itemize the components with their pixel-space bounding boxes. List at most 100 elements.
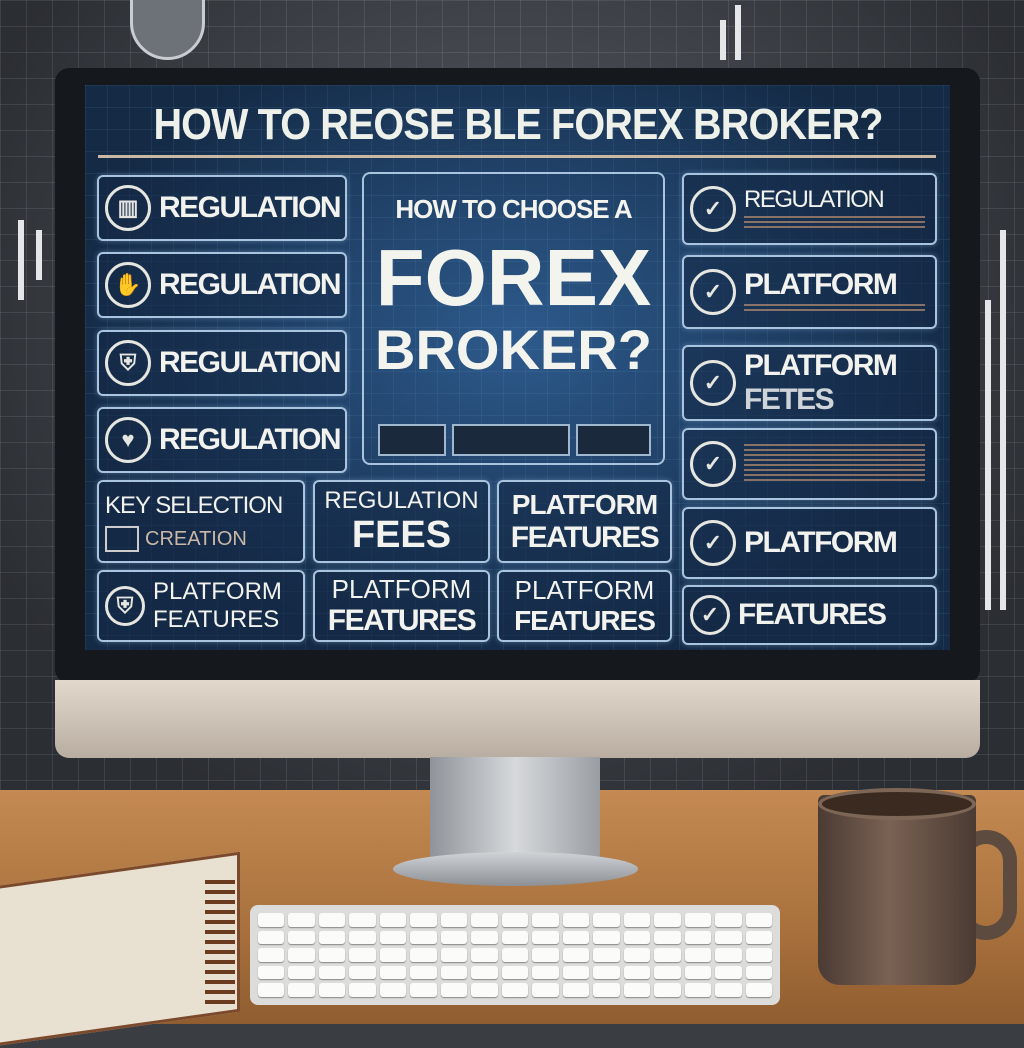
- right-item-platform[interactable]: ✓PLATFORM: [682, 255, 937, 329]
- chart-bar: [720, 20, 726, 60]
- key: [715, 913, 742, 927]
- key: [501, 948, 529, 962]
- key: [258, 930, 285, 945]
- key: [349, 930, 376, 945]
- key: [440, 948, 468, 962]
- key: [410, 913, 437, 927]
- shield-emblem: [130, 0, 205, 60]
- key: [715, 983, 742, 997]
- mini-badge: [378, 424, 446, 456]
- text-lines: [744, 216, 925, 230]
- key: [379, 913, 407, 927]
- key: [745, 913, 772, 927]
- key: [684, 913, 712, 927]
- keyboard: [250, 905, 780, 1005]
- key: [471, 913, 498, 927]
- key: [288, 930, 315, 945]
- key: [532, 965, 559, 980]
- key: [654, 930, 681, 945]
- key: [684, 930, 712, 945]
- key: [684, 965, 712, 980]
- key: [288, 913, 315, 927]
- left-item-regulation[interactable]: ✋REGULATION: [97, 252, 347, 318]
- chart-bar: [36, 230, 42, 280]
- key: [715, 930, 742, 945]
- key: [654, 913, 681, 927]
- key: [623, 983, 651, 997]
- key: [593, 965, 620, 980]
- key: [349, 983, 376, 997]
- right-item-features[interactable]: ✓FEATURES: [682, 585, 937, 645]
- key: [318, 965, 346, 980]
- key: [715, 965, 742, 980]
- check-icon: ✓: [690, 269, 736, 315]
- key: [258, 913, 285, 927]
- chart-bar: [18, 220, 24, 300]
- key: [562, 983, 590, 997]
- text-lines: [744, 304, 925, 314]
- center-heading-2: BROKER?: [375, 318, 652, 381]
- left-item-regulation[interactable]: ⛨REGULATION: [97, 330, 347, 396]
- key: [440, 965, 468, 980]
- key: [654, 983, 681, 997]
- key: [318, 913, 346, 927]
- key: [562, 930, 590, 945]
- left-item-regulation[interactable]: ♥REGULATION: [97, 407, 347, 473]
- key: [288, 983, 315, 997]
- monitor-base: [393, 852, 638, 886]
- key: [471, 948, 498, 962]
- key: [623, 913, 651, 927]
- key: [440, 930, 468, 945]
- key: [623, 965, 651, 980]
- key: [501, 965, 529, 980]
- key: [654, 948, 681, 962]
- key: [593, 913, 620, 927]
- key: [501, 930, 529, 945]
- key: [593, 930, 620, 945]
- key: [288, 948, 315, 962]
- check-icon: ✓: [690, 186, 736, 232]
- document-icon: [105, 525, 139, 552]
- right-item-details[interactable]: ✓: [682, 428, 937, 500]
- key: [471, 965, 498, 980]
- chart-bar: [985, 300, 991, 610]
- check-icon: ✓: [690, 441, 736, 487]
- key: [623, 948, 651, 962]
- key: [745, 930, 772, 945]
- coffee-mug: [818, 795, 976, 985]
- key: [410, 965, 437, 980]
- key: [440, 983, 468, 997]
- coffee: [818, 788, 976, 820]
- key: [379, 930, 407, 945]
- key: [715, 948, 742, 962]
- check-icon: ✓: [690, 520, 736, 566]
- right-item-platform[interactable]: ✓PLATFORM: [682, 507, 937, 579]
- key: [410, 930, 437, 945]
- key: [349, 948, 376, 962]
- key: [379, 948, 407, 962]
- right-item-regulation[interactable]: ✓REGULATION: [682, 173, 937, 245]
- key: [410, 983, 437, 997]
- key: [349, 913, 376, 927]
- left-item-regulation[interactable]: ▥REGULATION: [97, 175, 347, 241]
- key: [654, 965, 681, 980]
- center-panel: HOW TO CHOOSE A FOREX BROKER?: [362, 172, 665, 465]
- key: [562, 965, 590, 980]
- key: [745, 983, 772, 997]
- key: [318, 983, 346, 997]
- shield-icon: ⛨: [105, 586, 145, 626]
- key: [471, 983, 498, 997]
- key: [318, 948, 346, 962]
- mini-badge: [452, 424, 570, 456]
- key: [258, 983, 285, 997]
- monitor-stand: [430, 757, 600, 867]
- key: [501, 913, 529, 927]
- key: [745, 965, 772, 980]
